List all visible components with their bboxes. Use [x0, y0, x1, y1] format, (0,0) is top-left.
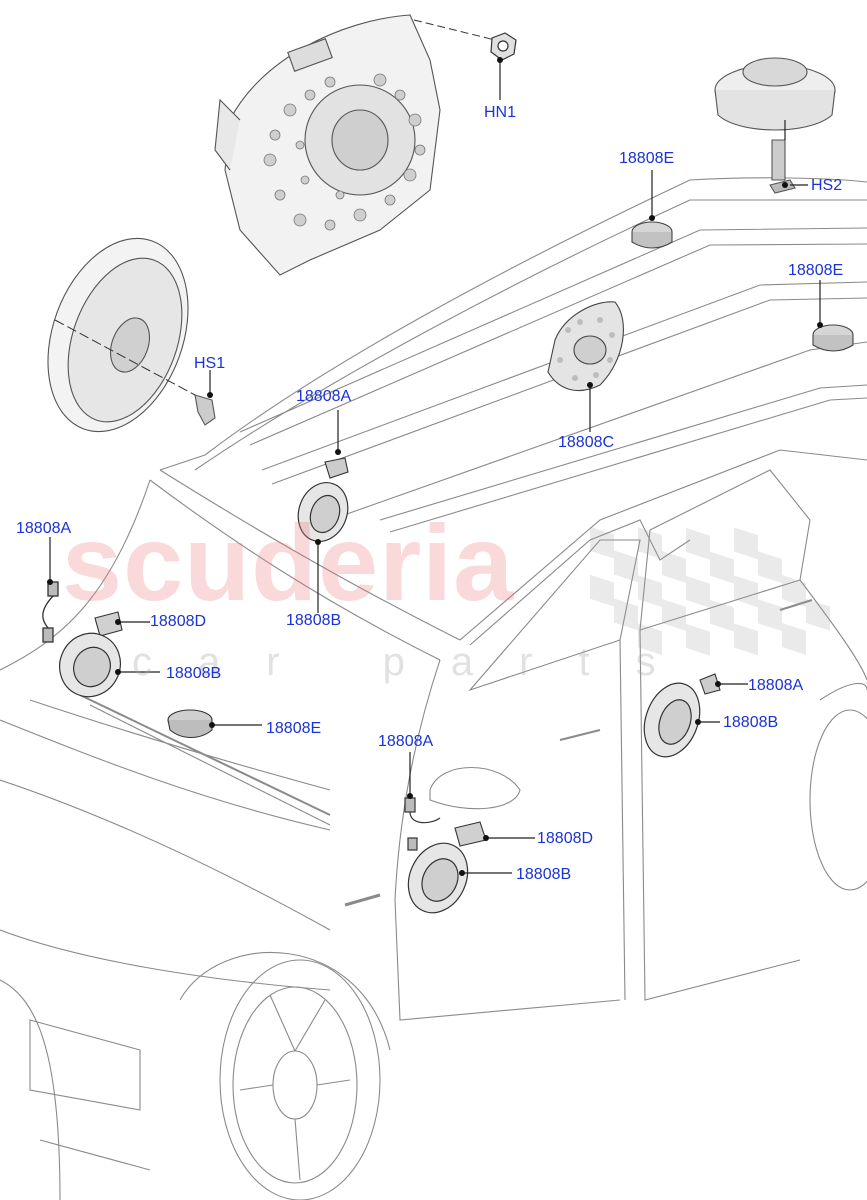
- callout-18808a-rear-door: 18808A: [748, 677, 804, 694]
- callout-18808c: 18808C: [558, 434, 615, 451]
- callout-18808d-front-door: 18808D: [537, 830, 594, 847]
- connector-18808a-pillar: [324, 457, 349, 479]
- exploded-subwoofer-enclosure: [214, 14, 441, 276]
- callout-hs1: HS1: [194, 355, 226, 372]
- bracket-18808d-front-door: [454, 821, 487, 847]
- speaker-18808e-roof-front: [631, 221, 673, 249]
- harness-18808a-left: [42, 581, 59, 643]
- checkered-flag-watermark: [590, 526, 830, 656]
- callout-18808b-left: 18808B: [166, 665, 222, 682]
- leader-hs1-dash: [54, 319, 196, 396]
- callout-18808e-roof-front: 18808E: [619, 150, 675, 167]
- speaker-18808b-front-door: [407, 842, 469, 914]
- callout-18808b-rear-door: 18808B: [723, 714, 779, 731]
- callout-18808a-front-door: 18808A: [378, 733, 434, 750]
- vehicle-outline: [0, 177, 867, 1200]
- watermark-subtitle: car parts: [132, 640, 702, 684]
- speaker-18808b-pillar: [297, 482, 349, 542]
- speaker-18808c: [547, 301, 624, 392]
- harness-18808a-front-door: [404, 797, 441, 851]
- callout-18808b-front-door: 18808B: [516, 866, 572, 883]
- callout-hs2: HS2: [811, 177, 843, 194]
- callout-18808e-left: 18808E: [266, 720, 322, 737]
- bracket-18808d-left: [94, 611, 123, 637]
- speaker-18808e-roof-rear: [812, 324, 854, 352]
- watermark-brand: scuderia: [62, 502, 515, 623]
- leader-dots: [47, 57, 823, 876]
- leader-lines: [49, 60, 821, 874]
- roof-speaker-hs2-assembly: [714, 57, 836, 194]
- door-speaker-hs1-assembly: [47, 237, 216, 433]
- speaker-18808e-left: [167, 709, 213, 739]
- hex-nut-hn1: [490, 32, 517, 61]
- callout-18808a-left: 18808A: [16, 520, 72, 537]
- callout-18808e-roof-rear: 18808E: [788, 262, 844, 279]
- speaker-18808b-rear-door: [643, 682, 701, 758]
- speaker-18808b-left: [59, 632, 121, 698]
- callout-18808a-pillar: 18808A: [296, 388, 352, 405]
- callout-18808d-left: 18808D: [150, 613, 207, 630]
- connector-18808a-rear-door: [699, 673, 721, 695]
- callout-hn1: HN1: [484, 104, 517, 121]
- callout-18808b-pillar: 18808B: [286, 612, 342, 629]
- leader-hn1-dash: [413, 19, 496, 41]
